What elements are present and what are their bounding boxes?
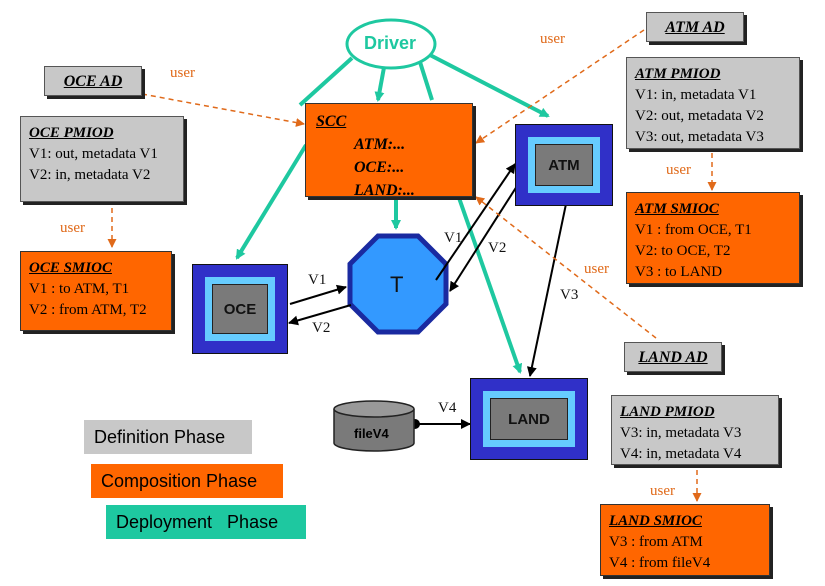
atm-smioc-line: V3 : to LAND: [635, 264, 723, 280]
edge-label-v1-atm: V1: [444, 230, 463, 246]
scc-document: SCC ATM:... OCE:... LAND:...: [305, 103, 473, 199]
land-smioc-document: LAND SMIOC V3 : from ATM V4 : from fileV…: [600, 504, 770, 576]
scc-to-land-arrow: [456, 194, 523, 374]
deployment-arrows: [235, 53, 550, 374]
edge-label-v2-atm: V2: [488, 240, 507, 256]
oce-ad-document: OCE AD: [44, 66, 142, 96]
user-label-oce-pmiod: user: [60, 220, 85, 236]
scc-line-atm: ATM:...: [354, 136, 406, 153]
land-pmiod-line: V4: in, metadata V4: [620, 446, 742, 462]
land-smioc-title: LAND SMIOC: [609, 513, 702, 529]
oce-pmiod-document: OCE PMIOD V1: out, metadata V1 V2: in, m…: [20, 116, 184, 202]
edge-label-v2-oce: V2: [312, 320, 331, 336]
file-cylinder: [333, 400, 415, 452]
scc-title: SCC: [316, 113, 347, 130]
user-label-atm-pmiod: user: [666, 162, 691, 178]
atm-component-label: ATM: [535, 144, 593, 186]
v2-t-to-oce-arrow: [288, 304, 352, 326]
v2-atm-to-t-arrow: [449, 174, 525, 292]
scc-line-oce: OCE:...: [354, 159, 405, 176]
atm-pmiod-line: V2: out, metadata V2: [635, 108, 764, 124]
oce-smioc-line: V2 : from ATM, T2: [29, 302, 147, 318]
oce-component-label: OCE: [212, 284, 268, 334]
legend-deployment-phase: Deployment Phase: [106, 505, 306, 539]
driver-label: Driver: [364, 33, 417, 53]
land-pmiod-title: LAND PMIOD: [620, 404, 715, 420]
atm-smioc-title: ATM SMIOC: [635, 201, 719, 217]
land-pmiod-document: LAND PMIOD V3: in, metadata V3 V4: in, m…: [611, 395, 779, 465]
land-component-label: LAND: [490, 398, 568, 440]
oce-pmiod-line: V1: out, metadata V1: [29, 146, 158, 162]
atm-pmiod-line: V3: out, metadata V3: [635, 129, 764, 145]
land-smioc-line: V3 : from ATM: [609, 534, 703, 550]
file-label: fileV4: [354, 426, 389, 441]
edge-label-v3: V3: [560, 287, 579, 303]
atm-smioc-document: ATM SMIOC V1 : from OCE, T1 V2: to OCE, …: [626, 192, 800, 284]
oce-pmiod-line: V2: in, metadata V2: [29, 167, 151, 183]
driver-to-land-arrow: [418, 61, 434, 101]
v1-oce-to-t-arrow: [289, 284, 347, 305]
atm-smioc-line: V2: to OCE, T2: [635, 243, 731, 259]
user-label-oce-ad: user: [170, 65, 195, 81]
edge-label-v4: V4: [438, 400, 457, 416]
atm-ad-document: ATM AD: [646, 12, 744, 42]
atm-component: ATM: [515, 124, 613, 206]
driver-to-oce-arrow: [298, 56, 354, 107]
legend-definition-phase: Definition Phase: [84, 420, 252, 454]
transformer-node: [347, 233, 449, 335]
atm-pmiod-title: ATM PMIOD: [635, 66, 721, 82]
legend-composition-phase: Composition Phase: [91, 464, 283, 498]
transformer-label: T: [390, 272, 404, 297]
land-ad-document: LAND AD: [624, 342, 722, 372]
scc-to-oce-arrow: [235, 143, 308, 260]
scc-line-land: LAND:...: [354, 182, 415, 199]
driver-to-atm-arrow: [429, 53, 550, 118]
atm-pmiod-line: V1: in, metadata V1: [635, 87, 757, 103]
oce-component: OCE: [192, 264, 288, 354]
driver-node: [345, 18, 437, 70]
v1-t-to-atm-arrow: [435, 163, 516, 281]
edge-label-v1-oce: V1: [308, 272, 327, 288]
user-oce-ad-to-scc: [141, 93, 305, 127]
user-arrows: [107, 29, 717, 502]
oce-smioc-document: OCE SMIOC V1 : to ATM, T1 V2 : from ATM,…: [20, 251, 172, 331]
user-label-land-ad: user: [584, 261, 609, 277]
user-atm-ad-to-scc: [475, 29, 645, 144]
oce-pmiod-title: OCE PMIOD: [29, 125, 114, 141]
user-label-land-pmiod: user: [650, 483, 675, 499]
land-smioc-line: V4 : from fileV4: [609, 555, 711, 571]
user-land-ad-to-scc: [475, 196, 657, 339]
atm-pmiod-document: ATM PMIOD V1: in, metadata V1 V2: out, m…: [626, 57, 800, 149]
oce-smioc-title: OCE SMIOC: [29, 260, 112, 276]
v3-atm-to-land-arrow: [526, 203, 567, 377]
atm-smioc-line: V1 : from OCE, T1: [635, 222, 752, 238]
user-label-atm-ad: user: [540, 31, 565, 47]
land-pmiod-line: V3: in, metadata V3: [620, 425, 742, 441]
land-component: LAND: [470, 378, 588, 460]
oce-smioc-line: V1 : to ATM, T1: [29, 281, 130, 297]
coupling-arrows: [288, 163, 567, 429]
